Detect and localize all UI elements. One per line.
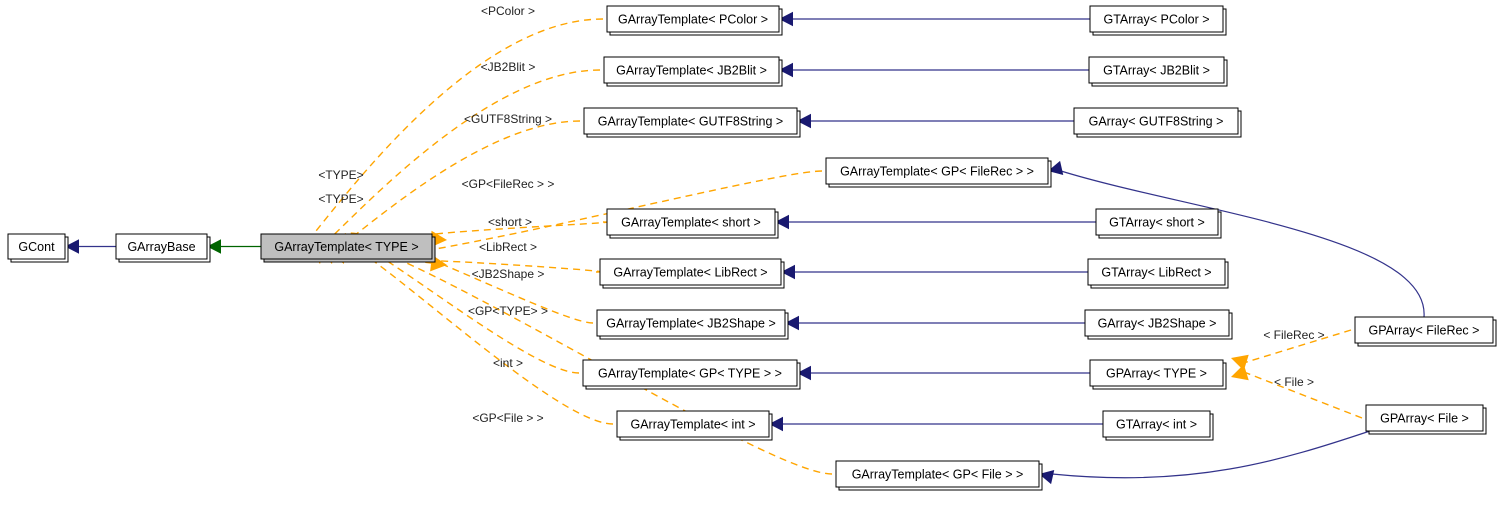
inheritance-edge xyxy=(1051,430,1371,479)
usage-edge xyxy=(302,69,601,261)
node-gat_gutf8[interactable]: GArrayTemplate< GUTF8String > xyxy=(583,107,801,138)
node-label: GArrayTemplate< int > xyxy=(630,417,755,431)
usage-edge xyxy=(288,18,604,261)
node-label: GArrayTemplate< JB2Shape > xyxy=(606,316,776,330)
node-gta_jb2blit[interactable]: GTArray< JB2Blit > xyxy=(1088,56,1228,87)
node-garraybase[interactable]: GArrayBase xyxy=(115,233,211,263)
edge-label-l-pcolor: <PColor > xyxy=(481,4,535,18)
inheritance-arrowhead xyxy=(797,113,811,129)
usage-edge xyxy=(325,235,614,425)
node-label: GArray< GUTF8String > xyxy=(1089,114,1224,128)
node-ga_jb2shape[interactable]: GArray< JB2Shape > xyxy=(1084,309,1233,340)
node-label: GTArray< LibRect > xyxy=(1101,265,1211,279)
node-label: GArrayTemplate< TYPE > xyxy=(274,240,418,254)
inheritance-arrowhead xyxy=(785,315,799,331)
edge-label-l-file: < File > xyxy=(1274,375,1314,389)
edge-label-l-int: <int > xyxy=(493,356,523,370)
usage-edge xyxy=(1245,329,1352,364)
edge-label-l-gpfile: <GP<File > > xyxy=(472,411,543,425)
node-gat_gpfilerec[interactable]: GArrayTemplate< GP< FileRec > > xyxy=(825,157,1052,188)
edge-label-l-librect: <LibRect > xyxy=(479,240,537,254)
node-label: GPArray< FileRec > xyxy=(1369,323,1480,337)
node-gat_gptype[interactable]: GArrayTemplate< GP< TYPE > > xyxy=(582,359,801,390)
usage-edge xyxy=(1245,371,1363,419)
node-gpa_type[interactable]: GPArray< TYPE > xyxy=(1089,359,1227,390)
node-gta_short[interactable]: GTArray< short > xyxy=(1095,208,1222,239)
edge-label-layer: <TYPE> <TYPE> <PColor > <JB2Blit > <GUTF8Str… xyxy=(318,4,1324,425)
node-gat_short[interactable]: GArrayTemplate< short > xyxy=(606,208,779,239)
node-label: GArrayTemplate< LibRect > xyxy=(613,265,767,279)
node-gat_gpfile[interactable]: GArrayTemplate< GP< File > > xyxy=(835,460,1043,491)
inheritance-arrowhead xyxy=(1048,160,1064,176)
inheritance-arrowhead xyxy=(779,62,793,78)
inheritance-arrowhead xyxy=(769,416,783,432)
inheritance-edge xyxy=(1060,170,1425,318)
node-label: GArrayTemplate< PColor > xyxy=(618,12,768,26)
inheritance-arrowhead xyxy=(1039,469,1055,485)
node-layer: GCont GArrayBase GArrayTemplate< TYPE > GAr… xyxy=(7,5,1497,491)
node-label: GArray< JB2Shape > xyxy=(1098,316,1217,330)
node-gta_librect[interactable]: GTArray< LibRect > xyxy=(1087,258,1229,289)
node-label: GTArray< PColor > xyxy=(1103,12,1209,26)
node-label: GArrayTemplate< short > xyxy=(621,215,761,229)
node-label: GTArray< JB2Blit > xyxy=(1103,63,1210,77)
node-label: GArrayTemplate< GUTF8String > xyxy=(598,114,783,128)
edge-label-l-filerec: < FileRec > xyxy=(1263,328,1324,342)
usage-edge xyxy=(316,236,833,475)
inheritance-arrowhead xyxy=(65,239,79,254)
node-gat_jb2shape[interactable]: GArrayTemplate< JB2Shape > xyxy=(596,309,789,340)
node-label: GArrayTemplate< GP< TYPE > > xyxy=(598,366,782,380)
node-gat_pcolor[interactable]: GArrayTemplate< PColor > xyxy=(606,5,783,36)
inheritance-arrowhead xyxy=(797,365,811,381)
node-label: GTArray< short > xyxy=(1109,215,1205,229)
inheritance-arrowhead xyxy=(779,11,793,27)
template-arrowhead xyxy=(207,239,221,254)
edge-label-l-jb2blit: <JB2Blit > xyxy=(481,60,536,74)
node-label: GArrayTemplate< JB2Blit > xyxy=(616,63,767,77)
node-label: GArrayTemplate< GP< File > > xyxy=(852,467,1024,481)
edge-label-l-short: <short > xyxy=(488,215,532,229)
edge-label-l-gptype: <GP<TYPE> > xyxy=(468,304,548,318)
node-ga_gutf8[interactable]: GArray< GUTF8String > xyxy=(1073,107,1242,138)
node-gpa_file[interactable]: GPArray< File > xyxy=(1365,404,1487,435)
edge-label-l-gutf8: <GUTF8String > xyxy=(464,112,552,126)
edge-label-l-gpfilerec: <GP<FileRec > > xyxy=(462,177,555,191)
node-label: GPArray< TYPE > xyxy=(1106,366,1207,380)
node-gta_int[interactable]: GTArray< int > xyxy=(1102,410,1214,441)
node-gpa_filerec[interactable]: GPArray< FileRec > xyxy=(1354,316,1497,347)
node-label: GCont xyxy=(18,240,55,254)
node-gat_type[interactable]: GArrayTemplate< TYPE > xyxy=(260,233,436,263)
node-gat_librect[interactable]: GArrayTemplate< LibRect > xyxy=(599,258,785,289)
inheritance-arrowhead xyxy=(781,264,795,280)
node-label: GTArray< int > xyxy=(1116,417,1197,431)
node-gat_jb2blit[interactable]: GArrayTemplate< JB2Blit > xyxy=(603,56,783,87)
node-label: GArrayBase xyxy=(127,240,195,254)
node-gta_pcolor[interactable]: GTArray< PColor > xyxy=(1089,5,1227,36)
usage-arrowhead xyxy=(1231,364,1249,381)
edge-label-l-type-1: <TYPE> xyxy=(318,168,363,182)
node-label: GArrayTemplate< GP< FileRec > > xyxy=(840,164,1034,178)
edge-label-l-type-2: <TYPE> xyxy=(318,192,363,206)
inheritance-arrowhead xyxy=(775,214,789,230)
node-gat_int[interactable]: GArrayTemplate< int > xyxy=(616,410,773,441)
node-label: GPArray< File > xyxy=(1380,411,1469,425)
edge-label-l-jb2shape: <JB2Shape > xyxy=(472,267,545,281)
node-gcont[interactable]: GCont xyxy=(7,233,69,263)
